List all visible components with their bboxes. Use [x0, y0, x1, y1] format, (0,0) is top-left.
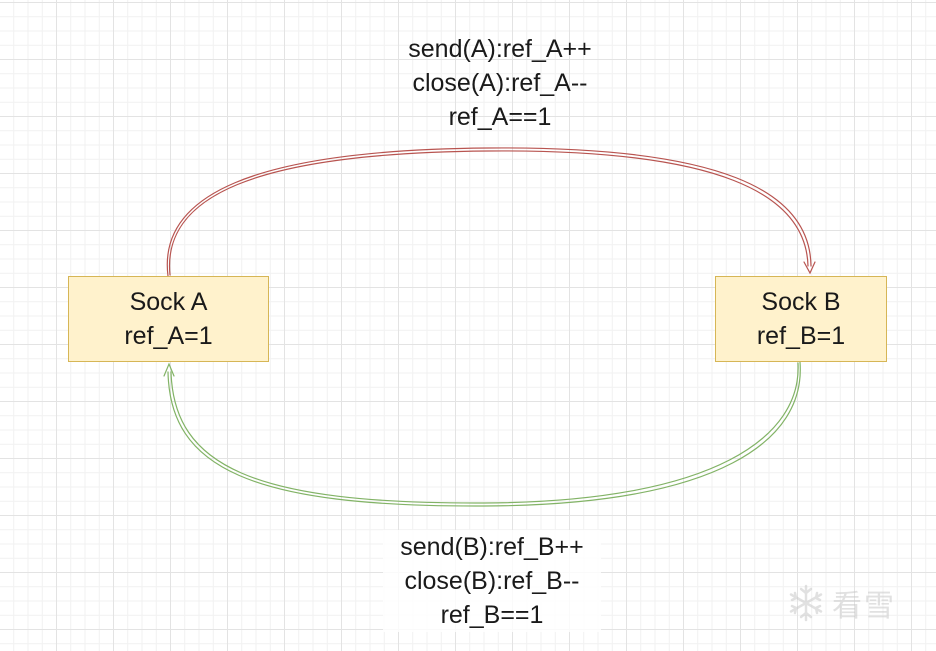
sock-b-node[interactable]: Sock B ref_B=1 — [715, 276, 887, 362]
sock-b-title: Sock B — [761, 288, 841, 316]
edge-a-to-b[interactable] — [166, 147, 816, 277]
edge-a-label-line-2: close(A):ref_A-- — [412, 69, 588, 97]
edge-b-label-line-2: close(B):ref_B-- — [404, 567, 580, 595]
edge-b-to-a[interactable] — [163, 361, 801, 507]
edge-a-label-line-3: ref_A==1 — [448, 103, 552, 131]
edge-a-label-line-1: send(A):ref_A++ — [408, 35, 592, 63]
edge-b-label-line-3: ref_B==1 — [440, 601, 544, 629]
sock-a-title: Sock A — [129, 288, 208, 316]
snowflake-icon — [789, 584, 823, 622]
sock-a-node[interactable]: Sock A ref_A=1 — [68, 276, 269, 362]
sock-b-ref: ref_B=1 — [756, 322, 846, 350]
arrowhead-b — [803, 261, 816, 275]
sock-a-ref: ref_A=1 — [124, 322, 213, 350]
watermark: 看雪 — [786, 583, 896, 624]
arrowhead-a — [163, 362, 175, 377]
edge-a-to-b-label: send(A):ref_A++ close(A):ref_A-- ref_A==… — [360, 32, 640, 134]
edge-b-label-line-1: send(B):ref_B++ — [400, 533, 584, 561]
edge-b-to-a-label: send(B):ref_B++ close(B):ref_B-- ref_B==… — [383, 530, 601, 632]
watermark-text: 看雪 — [832, 589, 896, 624]
